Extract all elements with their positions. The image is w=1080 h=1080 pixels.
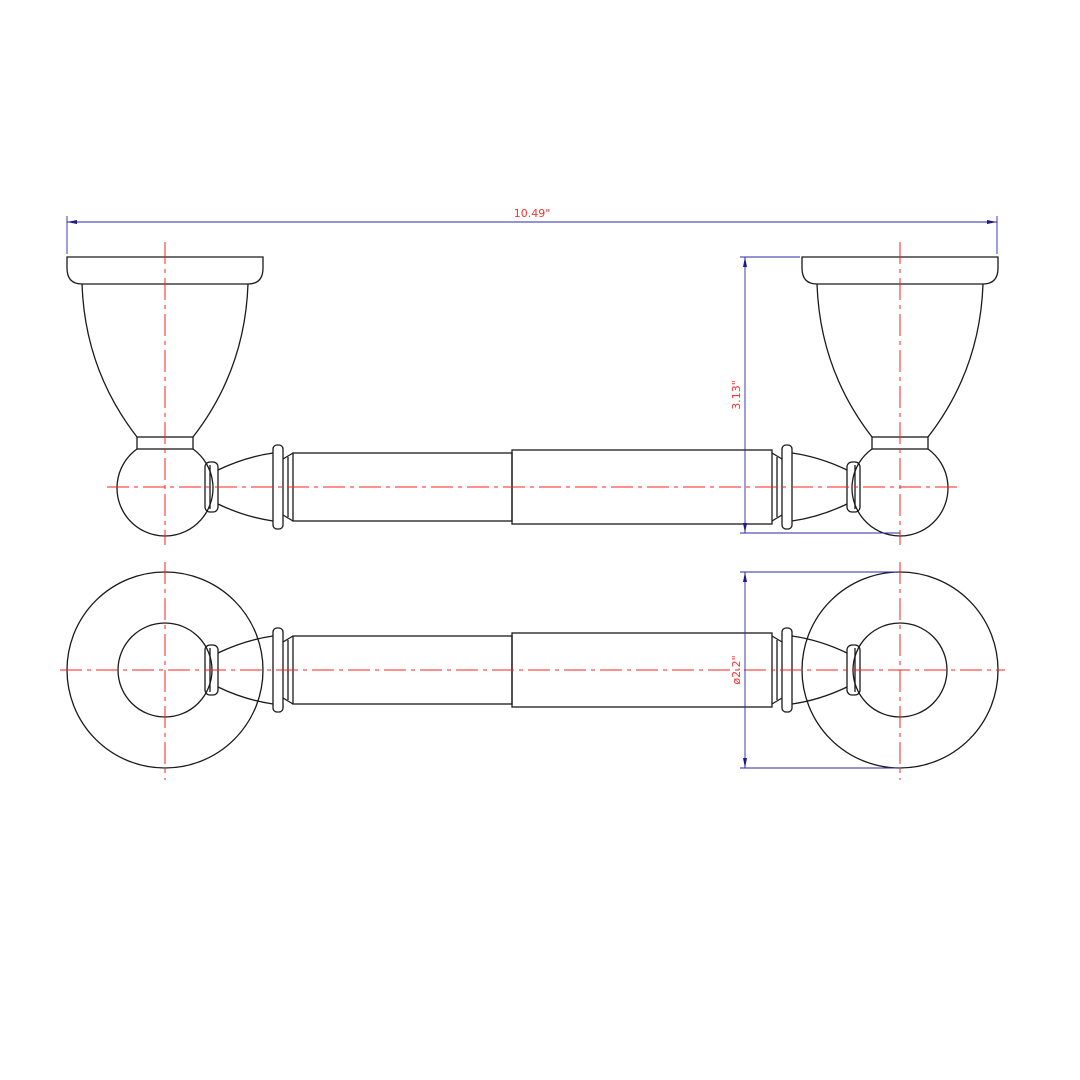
dimension-diameter: ø2.2": [730, 571, 900, 769]
diameter-label: ø2.2": [730, 655, 743, 684]
front-view: [66, 242, 999, 545]
overall-width-label: 10.49": [514, 207, 551, 220]
dimension-height: 3.13": [730, 256, 900, 534]
dimension-overall-width: 10.49": [66, 207, 998, 254]
height-label: 3.13": [730, 380, 743, 410]
top-view: [60, 562, 1005, 780]
